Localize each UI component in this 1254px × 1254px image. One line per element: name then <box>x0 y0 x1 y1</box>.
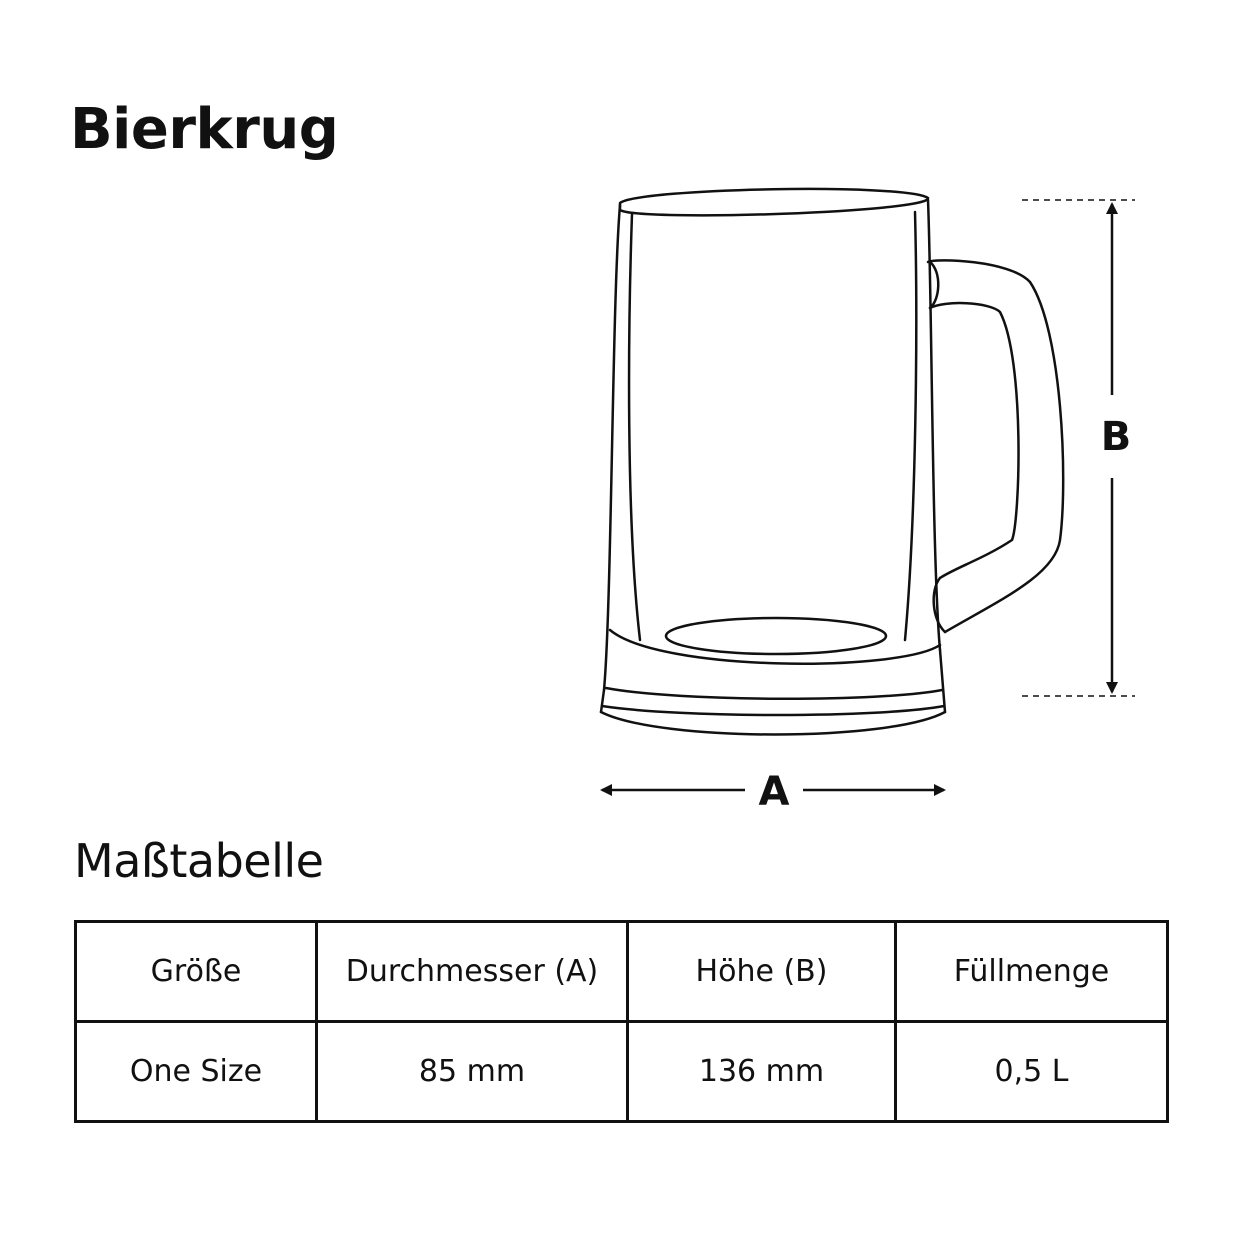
size-table: Größe Durchmesser (A) Höhe (B) Füllmenge… <box>74 920 1169 1123</box>
mug-outline <box>599 187 1065 736</box>
table-header-row: Größe Durchmesser (A) Höhe (B) Füllmenge <box>74 920 1169 1023</box>
table-cell: 0,5 L <box>894 1020 1169 1123</box>
size-table-heading: Maßtabelle <box>74 834 324 888</box>
dimension-b: B <box>1022 199 1135 697</box>
table-header-cell: Größe <box>74 920 318 1023</box>
table-header-cell: Höhe (B) <box>626 920 897 1023</box>
table-header-cell: Durchmesser (A) <box>315 920 629 1023</box>
page-title: Bierkrug <box>70 97 339 162</box>
table-cell: 85 mm <box>315 1020 629 1123</box>
table-cell: 136 mm <box>626 1020 897 1123</box>
table-header-cell: Füllmenge <box>894 920 1169 1023</box>
table-cell: One Size <box>74 1020 318 1123</box>
table-row: One Size 85 mm 136 mm 0,5 L <box>74 1020 1169 1123</box>
dimension-b-label: B <box>1101 414 1132 460</box>
mug-diagram: B A <box>599 187 1135 815</box>
dimension-a-label: A <box>759 769 790 815</box>
dimension-a: A <box>600 769 946 815</box>
